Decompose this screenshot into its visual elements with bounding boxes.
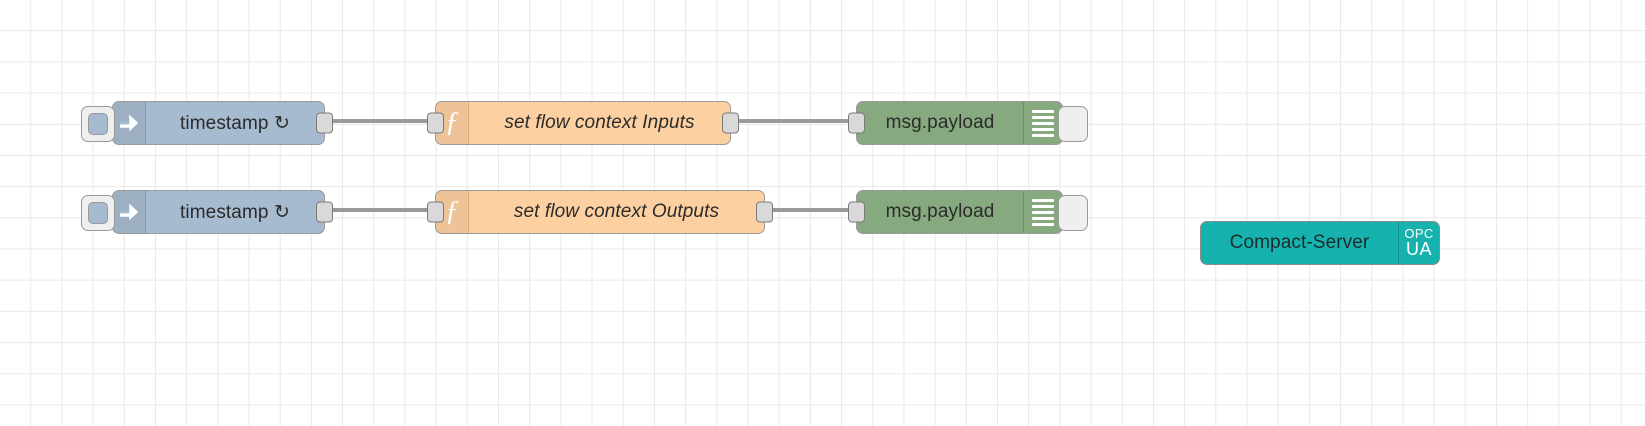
node-opcua-compact-server[interactable]: Compact-Server OPC UA (1200, 221, 1440, 265)
wire-inject1-function1[interactable] (331, 119, 435, 123)
opc-ua-icon-bottom: UA (1405, 239, 1432, 260)
node-function-set-flow-context-inputs[interactable]: ƒ set flow context Inputs (427, 101, 739, 145)
function-output-port[interactable] (722, 112, 739, 134)
opc-ua-icon: OPC UA (1398, 222, 1439, 264)
debug-input-port[interactable] (848, 201, 865, 223)
inject-trigger-button-inner (88, 202, 108, 224)
debug-enable-tab[interactable] (1058, 106, 1088, 142)
inject-trigger-button[interactable] (81, 195, 115, 231)
function-input-port[interactable] (427, 201, 444, 223)
inject-output-port[interactable] (316, 112, 333, 134)
debug-bars-icon[interactable] (1023, 191, 1062, 233)
node-inject-timestamp-2[interactable]: timestamp ↻ (81, 190, 333, 234)
debug-input-port[interactable] (848, 112, 865, 134)
inject-trigger-button-inner (88, 113, 108, 135)
node-inject-timestamp-1[interactable]: timestamp ↻ (81, 101, 333, 145)
opcua-node-label: Compact-Server (1229, 232, 1370, 253)
node-debug-msg-payload-1[interactable]: msg.payload (848, 101, 1088, 145)
node-function-set-flow-context-outputs[interactable]: ƒ set flow context Outputs (427, 190, 773, 234)
function-node-label: set flow context Inputs (504, 112, 695, 133)
debug-enable-tab[interactable] (1058, 195, 1088, 231)
debug-node-label: msg.payload (885, 201, 995, 222)
inject-arrow-icon (113, 191, 146, 233)
debug-bars-icon[interactable] (1023, 102, 1062, 144)
inject-output-port[interactable] (316, 201, 333, 223)
inject-arrow-icon (113, 102, 146, 144)
function-node-label: set flow context Outputs (513, 201, 720, 222)
wire-function1-debug1[interactable] (731, 119, 858, 123)
opc-ua-icon-top: OPC (1404, 226, 1434, 242)
wire-inject2-function2[interactable] (331, 208, 435, 212)
function-f-glyph: ƒ (444, 105, 460, 138)
node-debug-msg-payload-2[interactable]: msg.payload (848, 190, 1088, 234)
function-f-glyph: ƒ (444, 194, 460, 227)
debug-bars-glyph (1032, 109, 1054, 137)
inject-node-label: timestamp ↻ (180, 112, 290, 134)
function-output-port[interactable] (756, 201, 773, 223)
wire-function2-debug2[interactable] (765, 208, 858, 212)
debug-node-label: msg.payload (885, 112, 995, 133)
debug-bars-glyph (1032, 198, 1054, 226)
inject-trigger-button[interactable] (81, 106, 115, 142)
inject-node-label: timestamp ↻ (180, 201, 290, 223)
function-input-port[interactable] (427, 112, 444, 134)
